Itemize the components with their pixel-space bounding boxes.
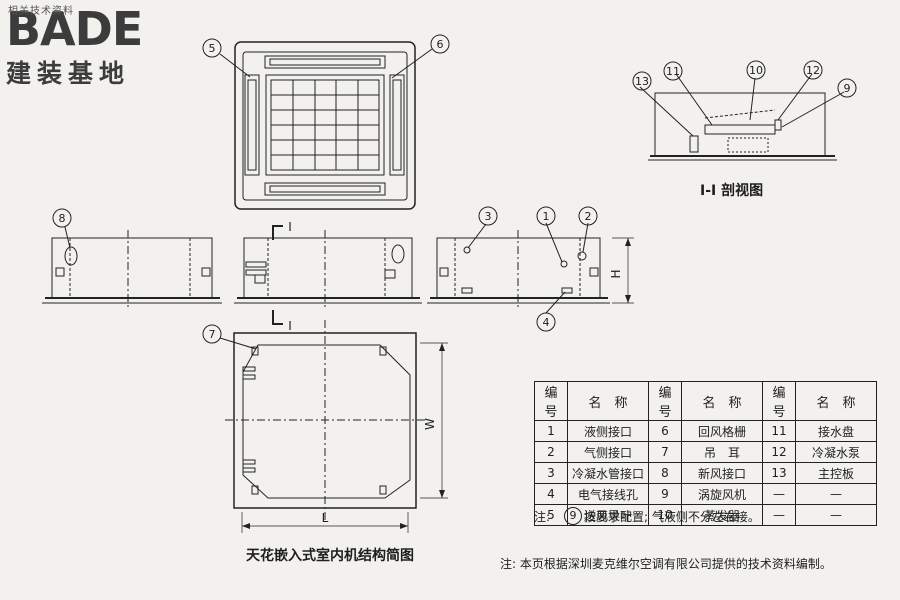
- dimension-w: W: [423, 418, 437, 430]
- drain-pump: [774, 119, 782, 131]
- legend-header: 名 称: [681, 381, 763, 421]
- section-view-title: Ⅰ-Ⅰ 剖视图: [700, 183, 764, 199]
- legend-header: 编号: [762, 381, 796, 421]
- callout-2: 2: [585, 210, 592, 223]
- gas-port: [577, 251, 587, 261]
- legend-cell: 液侧接口: [567, 420, 649, 442]
- dimension-h: H: [609, 269, 623, 278]
- legend-header: 名 称: [795, 381, 877, 421]
- louvre-left: [244, 74, 260, 176]
- callout-6: 6: [437, 38, 444, 51]
- evaporator: [704, 124, 776, 135]
- logo-brand-cn: 建装基地: [6, 59, 131, 88]
- top-view-panel: [219, 41, 433, 210]
- legend-cell: 新风接口: [681, 462, 763, 484]
- legend-cell: 送风导叶: [567, 504, 649, 526]
- legend-cell: 6: [648, 420, 682, 442]
- legend-cell: 回风格栅: [681, 420, 763, 442]
- table-row: 4 电气接线孔 9 涡旋风机 — —: [534, 483, 877, 505]
- callout-4: 4: [543, 316, 550, 329]
- front-elevation: [234, 225, 422, 325]
- legend-cell: 接水盘: [795, 420, 877, 442]
- legend-header: 编号: [534, 381, 568, 421]
- legend-cell: 5: [534, 504, 568, 526]
- legend-cell: 冷凝水泵: [795, 441, 877, 463]
- legend-cell: 11: [762, 420, 796, 442]
- section-mark-bottom: Ⅰ: [288, 319, 292, 333]
- legend-cell: 2: [534, 441, 568, 463]
- legend-header: 名 称: [567, 381, 649, 421]
- legend-cell: —: [762, 483, 796, 505]
- callout-5: 5: [209, 42, 216, 55]
- callout-3: 3: [485, 210, 492, 223]
- liquid-port: [560, 260, 568, 268]
- legend-cell: 电气接线孔: [567, 483, 649, 505]
- legend-header-row: 编号 名 称 编号 名 称 编号 名 称: [534, 381, 877, 421]
- left-elevation: [42, 226, 222, 310]
- main-caption: 天花嵌入式室内机结构简图: [246, 548, 414, 564]
- legend-cell: 7: [648, 441, 682, 463]
- condensate-port: [463, 246, 471, 254]
- table-row: 3 冷凝水管接口 8 新风接口 13 主控板: [534, 462, 877, 484]
- legend-cell: 8: [648, 462, 682, 484]
- table-row: 5 送风导叶 10 蒸发器 — —: [534, 504, 877, 526]
- callout-13: 13: [635, 75, 649, 88]
- callout-12: 12: [806, 64, 820, 77]
- legend-cell: 蒸发器: [681, 504, 763, 526]
- legend-cell: 1: [534, 420, 568, 442]
- legend-note-prefix: 注:: [534, 509, 551, 524]
- main-board: [689, 135, 699, 153]
- legend-cell: —: [762, 504, 796, 526]
- callout-11: 11: [666, 65, 680, 78]
- legend-cell: —: [795, 483, 877, 505]
- right-elevation: [427, 222, 634, 314]
- section-mark-top: Ⅰ: [288, 220, 292, 234]
- callout-circles: [52, 34, 857, 344]
- callout-1: 1: [543, 210, 550, 223]
- legend-cell: —: [795, 504, 877, 526]
- plan-view: [219, 320, 448, 533]
- legend-header: 编号: [648, 381, 682, 421]
- return-grille: [265, 74, 385, 176]
- legend-cell: 冷凝水管接口: [567, 462, 649, 484]
- callout-7: 7: [209, 328, 216, 341]
- louvre-top: [264, 55, 386, 69]
- table-row: 2 气侧接口 7 吊 耳 12 冷凝水泵: [534, 441, 877, 463]
- legend-note: 注: 9 按要求配置; 气液侧不分左右接。: [534, 507, 760, 525]
- legend-cell: 4: [534, 483, 568, 505]
- legend-cell: 主控板: [795, 462, 877, 484]
- legend-cell: 10: [648, 504, 682, 526]
- legend-cell: 吊 耳: [681, 441, 763, 463]
- logo: 相关技术资料 BADE 建装基地: [6, 0, 143, 90]
- legend-cell: 3: [534, 462, 568, 484]
- legend-cell: 9: [648, 483, 682, 505]
- louvre-right: [389, 74, 405, 176]
- callout-10: 10: [749, 64, 763, 77]
- callout-8: 8: [59, 212, 66, 225]
- dimension-l: L: [322, 511, 329, 525]
- logo-brand: BADE: [6, 2, 143, 56]
- louvre-bottom: [264, 182, 386, 196]
- fan: [727, 137, 769, 153]
- section-view: [639, 73, 845, 161]
- logo-watermark: 相关技术资料: [8, 6, 74, 17]
- legend-cell: 13: [762, 462, 796, 484]
- footnote: 注: 本页根据深圳麦克维尔空调有限公司提供的技术资料编制。: [500, 557, 832, 571]
- legend-note-circle: 9: [564, 507, 583, 525]
- table-row: 1 液侧接口 6 回风格栅 11 接水盘: [534, 420, 877, 442]
- legend-note-text: 按要求配置; 气液侧不分左右接。: [584, 509, 760, 524]
- legend-table: 编号 名 称 编号 名 称 编号 名 称 1 液侧接口 6 回风格栅 11 接水…: [534, 381, 877, 526]
- legend-cell: 涡旋风机: [681, 483, 763, 505]
- callout-9: 9: [844, 82, 851, 95]
- legend-cell: 气侧接口: [567, 441, 649, 463]
- legend-cell: 12: [762, 441, 796, 463]
